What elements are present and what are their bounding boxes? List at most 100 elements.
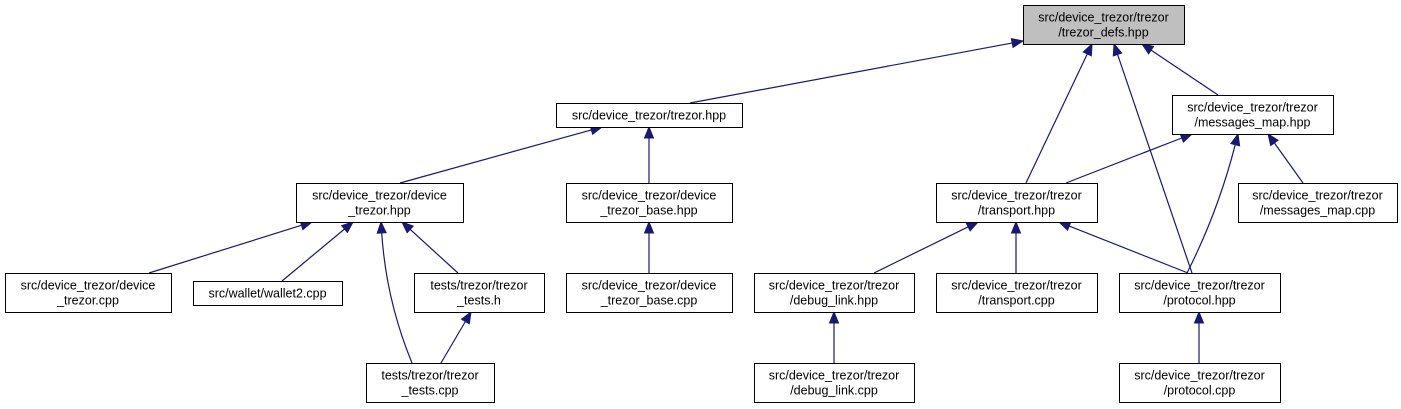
arrowhead: [643, 220, 655, 234]
node-label-line: src/device_trezor/device: [21, 279, 156, 293]
arrowhead: [1193, 310, 1205, 324]
node-box: [296, 183, 464, 223]
node-label-line: /protocol.cpp: [1164, 384, 1236, 398]
node-box: [556, 103, 743, 128]
arrowhead: [340, 221, 355, 234]
arrowhead: [1230, 132, 1241, 147]
node-box: [1172, 95, 1334, 135]
node-box: [366, 363, 495, 403]
node-transport-hpp[interactable]: src/device_trezor/trezor/transport.hpp: [936, 183, 1098, 223]
edge-transport_hpp-to-messages_map_hpp: [1065, 133, 1194, 184]
arrowhead: [401, 221, 415, 234]
edge-trezor_tests_cpp-to-trezor_tests_h: [440, 310, 472, 364]
arrowhead: [1179, 133, 1194, 144]
edge-trezor_hpp-to-trezor_defs: [689, 37, 1025, 104]
arrowhead: [965, 221, 980, 232]
edge-device_trezor_hpp-to-trezor_hpp: [399, 125, 604, 184]
arrowhead: [1082, 42, 1093, 57]
node-label-line: /messages_map.hpp: [1194, 116, 1310, 130]
arrowhead: [376, 220, 387, 234]
node-label-line: src/device_trezor/trezor: [1038, 11, 1169, 25]
node-label-line: src/device_trezor/trezor: [769, 369, 900, 383]
node-label-line: src/device_trezor/device: [312, 189, 447, 203]
node-device-trezor-cpp[interactable]: src/device_trezor/device_trezor.cpp: [5, 273, 172, 313]
node-label-line: /transport.cpp: [978, 294, 1054, 308]
arrowhead: [828, 310, 840, 324]
edge-transport_hpp-to-trezor_defs: [1025, 42, 1093, 184]
node-label-line: /debug_link.hpp: [790, 294, 878, 308]
node-box: [936, 273, 1098, 313]
edge-debug_link_cpp-to-debug_link_hpp: [828, 310, 840, 363]
node-label-line: tests/trezor/trezor: [381, 369, 478, 383]
node-messages-map-cpp[interactable]: src/device_trezor/trezor/messages_map.cp…: [1238, 183, 1398, 223]
node-label-line: src/device_trezor/trezor: [1252, 189, 1383, 203]
node-label-line: tests/trezor/trezor: [430, 279, 527, 293]
edge-trezor_tests_cpp-to-device_trezor_hpp: [376, 220, 413, 364]
node-box: [1119, 363, 1281, 403]
node-box: [1238, 183, 1398, 223]
node-device-trezor-hpp[interactable]: src/device_trezor/device_trezor.hpp: [296, 183, 464, 223]
node-debug-link-hpp[interactable]: src/device_trezor/trezor/debug_link.hpp: [754, 273, 915, 313]
node-box: [193, 281, 343, 306]
node-box: [1023, 5, 1185, 45]
node-box: [5, 273, 172, 313]
edge-protocol_hpp-to-trezor_defs: [1112, 42, 1193, 274]
node-label-line: src/device_trezor/device: [582, 279, 717, 293]
node-messages-map-hpp[interactable]: src/device_trezor/trezor/messages_map.hp…: [1172, 95, 1334, 135]
node-transport-cpp[interactable]: src/device_trezor/trezor/transport.cpp: [936, 273, 1098, 313]
arrowhead: [1010, 37, 1025, 49]
edge-debug_link_hpp-to-transport_hpp: [873, 221, 980, 274]
node-label-line: src/device_trezor/trezor.hpp: [572, 109, 726, 123]
node-device-trezor-base-cpp[interactable]: src/device_trezor/device_trezor_base.cpp: [566, 273, 733, 313]
node-box: [566, 273, 733, 313]
node-trezor-tests-h[interactable]: tests/trezor/trezor_tests.h: [414, 273, 545, 313]
node-box: [754, 363, 915, 403]
edges-layer: [148, 37, 1304, 364]
node-protocol-cpp[interactable]: src/device_trezor/trezor/protocol.cpp: [1119, 363, 1281, 403]
node-label-line: /messages_map.cpp: [1260, 204, 1375, 218]
node-label-line: _tests.cpp: [401, 384, 459, 398]
node-device-trezor-base-hpp[interactable]: src/device_trezor/device_trezor_base.hpp: [566, 183, 733, 223]
node-label-line: _trezor.cpp: [56, 294, 119, 308]
edge-messages_map_cpp-to-messages_map_hpp: [1267, 132, 1304, 184]
arrowhead: [460, 310, 472, 325]
node-box: [1119, 273, 1281, 313]
node-label-line: src/device_trezor/trezor: [769, 279, 900, 293]
node-trezor-defs[interactable]: src/device_trezor/trezor/trezor_defs.hpp: [1023, 5, 1185, 45]
edge-transport_cpp-to-transport_hpp: [1010, 220, 1022, 273]
edge-protocol_cpp-to-protocol_hpp: [1193, 310, 1205, 363]
node-label-line: /trezor_defs.hpp: [1058, 26, 1148, 40]
node-label-line: _trezor_base.hpp: [599, 204, 697, 218]
node-label-line: _trezor.hpp: [347, 204, 411, 218]
edge-device_trezor_base_cpp-to-device_trezor_base_hpp: [643, 220, 655, 273]
node-label-line: src/device_trezor/trezor: [1134, 369, 1265, 383]
node-box: [414, 273, 545, 313]
node-label-line: src/device_trezor/trezor: [951, 279, 1082, 293]
node-label-line: src/device_trezor/trezor: [1134, 279, 1265, 293]
node-label-line: /transport.hpp: [978, 204, 1055, 218]
arrowhead: [1010, 220, 1022, 234]
edge-messages_map_hpp-to-trezor_defs: [1140, 43, 1219, 96]
node-box: [754, 273, 915, 313]
node-protocol-hpp[interactable]: src/device_trezor/trezor/protocol.hpp: [1119, 273, 1281, 313]
arrowhead: [643, 125, 655, 139]
node-wallet2-cpp[interactable]: src/wallet/wallet2.cpp: [193, 281, 343, 306]
node-label-line: src/device_trezor/trezor: [951, 189, 1082, 203]
edge-protocol_hpp-to-transport_hpp: [1057, 221, 1189, 274]
node-label-line: src/wallet/wallet2.cpp: [208, 287, 326, 301]
node-label-line: /debug_link.cpp: [790, 384, 878, 398]
node-label-line: src/device_trezor/device: [582, 189, 717, 203]
edge-wallet2_cpp-to-device_trezor_hpp: [281, 221, 355, 282]
arrowhead: [1267, 132, 1279, 147]
edge-device_trezor_cpp-to-device_trezor_hpp: [148, 220, 314, 274]
node-label-line: _tests.h: [456, 294, 501, 308]
node-label-line: /protocol.hpp: [1163, 294, 1235, 308]
node-box: [936, 183, 1098, 223]
node-label-line: src/device_trezor/trezor: [1187, 101, 1318, 115]
node-trezor-tests-cpp[interactable]: tests/trezor/trezor_tests.cpp: [366, 363, 495, 403]
node-box: [566, 183, 733, 223]
node-debug-link-cpp[interactable]: src/device_trezor/trezor/debug_link.cpp: [754, 363, 915, 403]
nodes-layer: src/device_trezor/trezor/trezor_defs.hpp…: [5, 5, 1398, 403]
edge-protocol_hpp-to-messages_map_hpp: [1186, 132, 1241, 274]
node-trezor-hpp[interactable]: src/device_trezor/trezor.hpp: [556, 103, 743, 128]
